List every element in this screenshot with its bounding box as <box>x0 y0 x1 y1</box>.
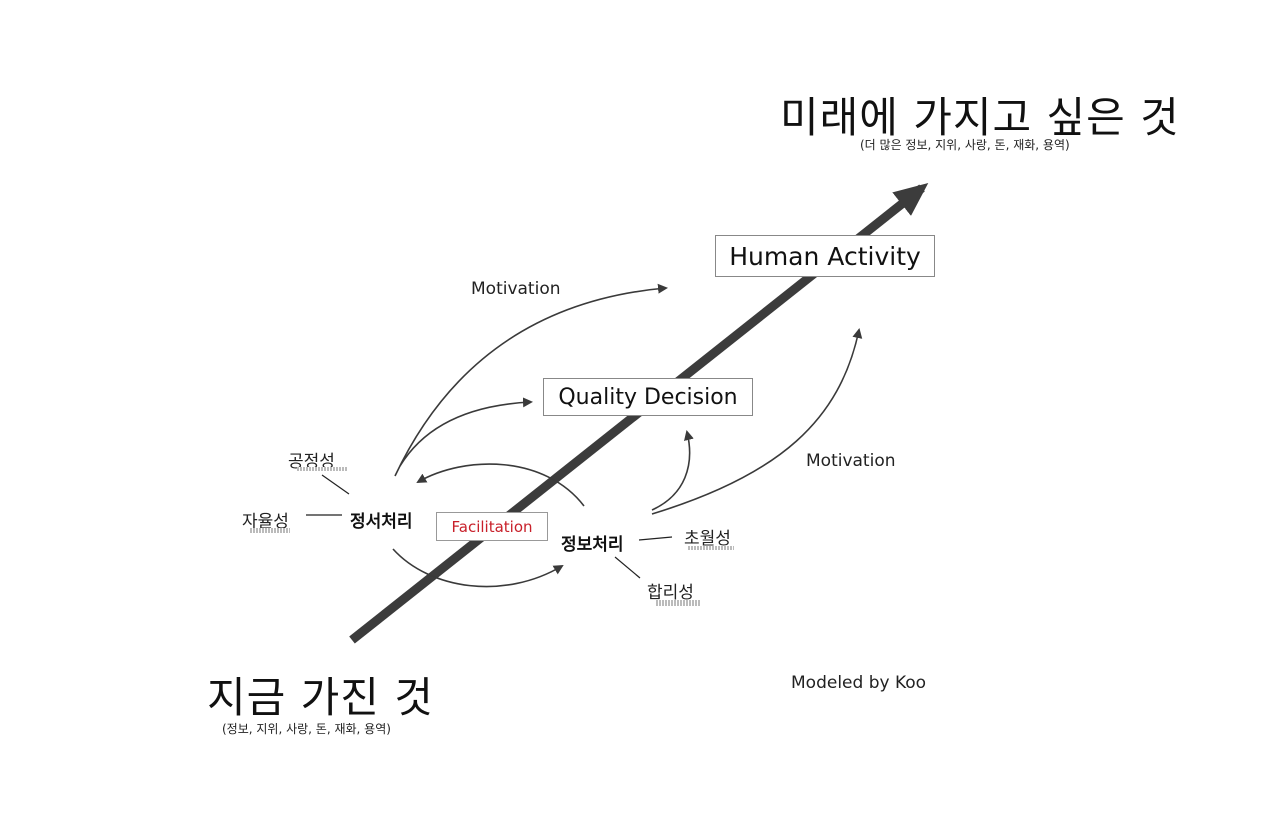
goal-subtitle: (더 많은 정보, 지위, 사랑, 돈, 재화, 용역) <box>860 138 1070 152</box>
facilitation-label: Facilitation <box>451 517 533 536</box>
motivation-label-right: Motivation <box>806 451 896 471</box>
emotion-processing-label: 정서처리 <box>350 512 413 532</box>
current-title: 지금 가진 것 <box>207 673 434 722</box>
motivation-arrow-top <box>394 283 668 477</box>
credit-label: Modeled by Koo <box>791 673 927 693</box>
current-subtitle: (정보, 지위, 사랑, 돈, 재화, 용역) <box>222 722 391 736</box>
quality-decision-label: Quality Decision <box>558 384 738 410</box>
emotion-to-quality-arrow <box>399 397 533 467</box>
information-to-quality-arrow <box>651 430 694 511</box>
rationality-caption-decoration <box>656 600 700 606</box>
connector-rationality <box>614 556 641 579</box>
emotion-to-information-arrow <box>392 548 564 588</box>
transcendence-label: 초월성 <box>684 529 731 549</box>
human-activity-label: Human Activity <box>729 241 921 271</box>
connector-fairness <box>321 474 350 495</box>
autonomy-label: 자율성 <box>242 512 289 532</box>
information-to-emotion-arrow <box>416 463 585 507</box>
rationality-label: 합리성 <box>647 583 694 603</box>
connector-transcendence <box>638 536 673 541</box>
motivation-label-top: Motivation <box>471 279 561 299</box>
human-activity-box: Human Activity <box>715 235 935 277</box>
facilitation-box: Facilitation <box>436 512 548 541</box>
autonomy-caption-decoration <box>250 528 290 533</box>
information-processing-label: 정보처리 <box>561 535 624 555</box>
fairness-caption-decoration <box>297 467 347 471</box>
quality-decision-box: Quality Decision <box>543 378 753 416</box>
transcendence-caption-decoration <box>688 546 734 550</box>
goal-title: 미래에 가지고 싶은 것 <box>780 93 1180 142</box>
motivation-arrow-right <box>651 328 863 515</box>
